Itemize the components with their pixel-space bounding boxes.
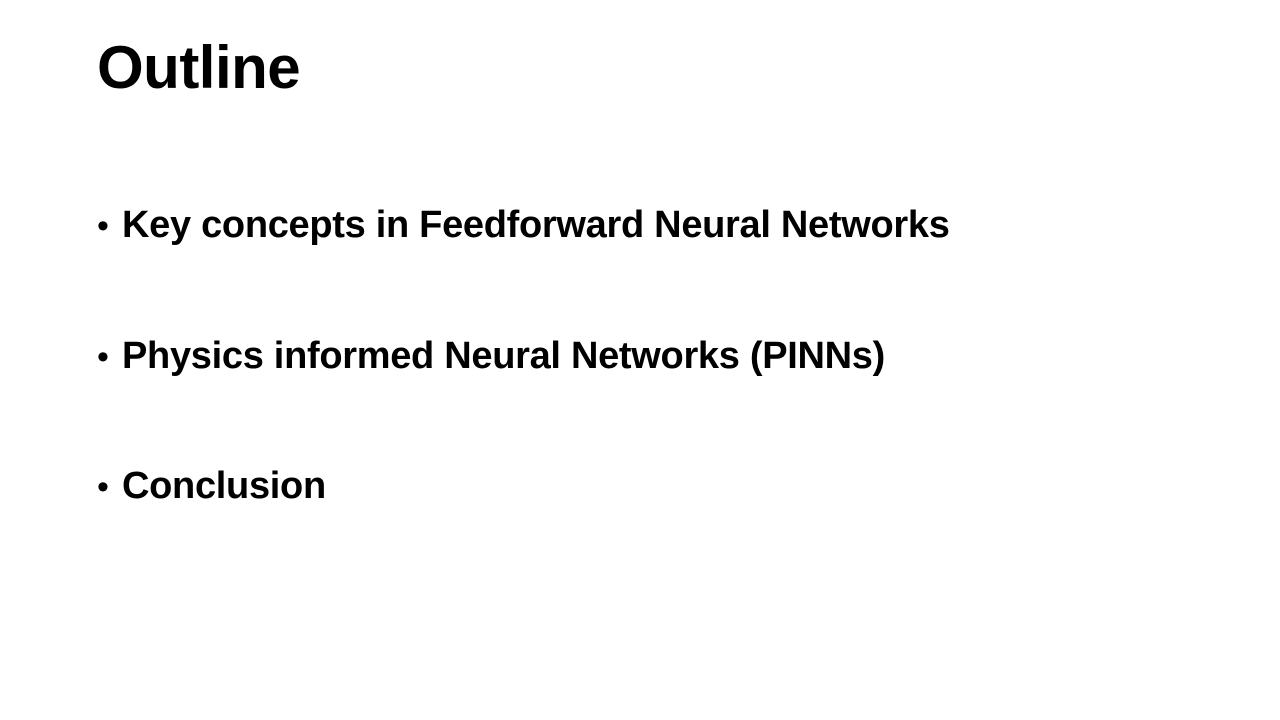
bullet-text: Physics informed Neural Networks (PINNs) <box>122 335 885 377</box>
bullet-dot-icon: • <box>97 468 109 506</box>
bullet-text: Key concepts in Feedforward Neural Netwo… <box>122 204 950 246</box>
bullet-dot-icon: • <box>97 207 109 245</box>
bullet-item-pinns: • Physics informed Neural Networks (PINN… <box>97 331 885 382</box>
bullet-dot-icon: • <box>97 338 109 376</box>
slide-title: Outline <box>97 34 301 101</box>
bullet-text: Conclusion <box>122 465 326 507</box>
bullet-item-feedforward: • Key concepts in Feedforward Neural Net… <box>97 200 950 251</box>
bullet-item-conclusion: • Conclusion <box>97 461 326 512</box>
